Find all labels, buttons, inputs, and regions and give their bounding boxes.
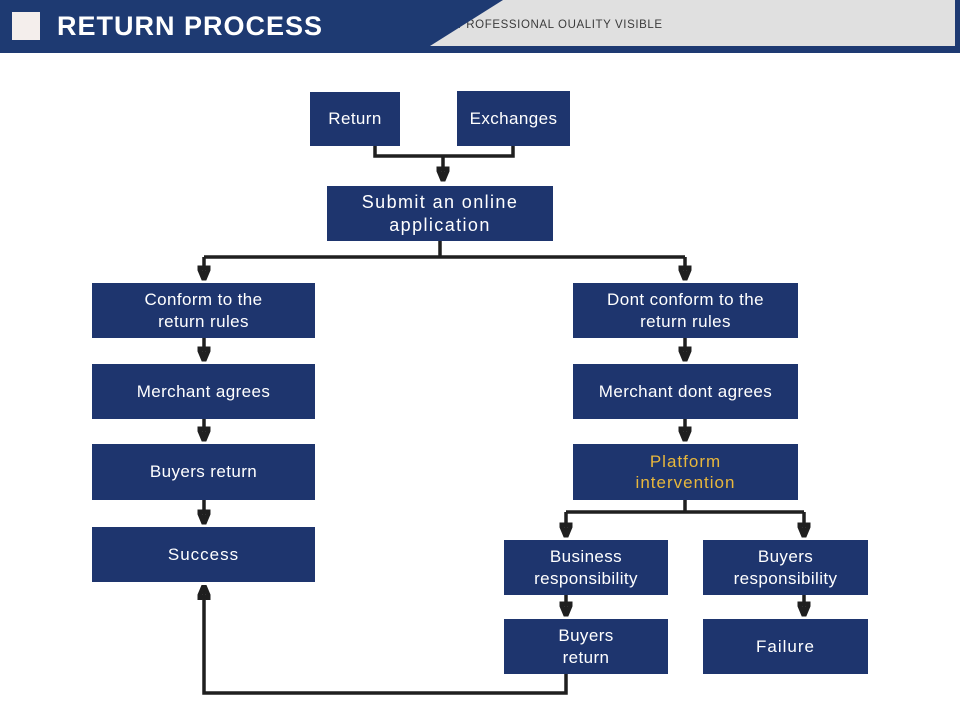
node-business-responsibility: Business responsibility <box>504 540 668 595</box>
node-exchanges: Exchanges <box>457 91 570 146</box>
node-merchant-dont-agrees: Merchant dont agrees <box>573 364 798 419</box>
node-failure: Failure <box>703 619 868 674</box>
node-success: Success <box>92 527 315 582</box>
accent-square-icon <box>12 12 40 40</box>
node-merchant-agrees: Merchant agrees <box>92 364 315 419</box>
node-buyers-return-bottom: Buyers return <box>504 619 668 674</box>
node-dont-conform-to-rules: Dont conform to the return rules <box>573 283 798 338</box>
node-buyers-return: Buyers return <box>92 444 315 500</box>
node-return: Return <box>310 92 400 146</box>
node-submit-application: Submit an online application <box>327 186 553 241</box>
node-buyers-responsibility: Buyers responsibility <box>703 540 868 595</box>
node-conform-to-rules: Conform to the return rules <box>92 283 315 338</box>
header-bar: RETURN PROCESS PROFESSIONAL OUALITY VISI… <box>0 0 960 53</box>
header-tagline: PROFESSIONAL OUALITY VISIBLE <box>458 19 663 31</box>
node-platform-intervention: Platform intervention <box>573 444 798 500</box>
page-title: RETURN PROCESS <box>57 11 324 41</box>
header-ribbon: PROFESSIONAL OUALITY VISIBLE <box>430 0 955 46</box>
